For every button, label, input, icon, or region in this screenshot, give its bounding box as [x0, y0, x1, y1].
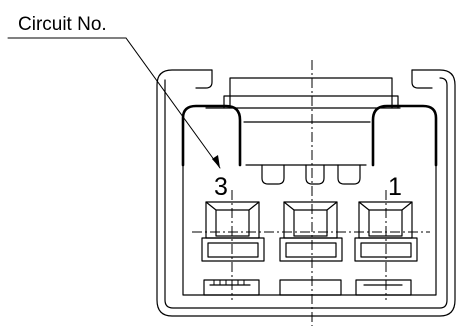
connector-housing	[156, 69, 456, 317]
circuit-number-1: 1	[388, 173, 402, 201]
left-lock-shoulder	[181, 104, 242, 167]
bottom-slots	[203, 279, 412, 296]
centerlines	[192, 60, 430, 326]
right-lock-shoulder	[371, 104, 438, 167]
latch	[205, 77, 401, 109]
callout-label: Circuit No.	[18, 14, 107, 35]
leader-line	[125, 37, 221, 169]
terminal-cavity-2	[279, 201, 343, 262]
circuit-number-3: 3	[214, 173, 228, 201]
keying-slots	[261, 164, 361, 185]
leader-arrowhead	[212, 155, 220, 168]
